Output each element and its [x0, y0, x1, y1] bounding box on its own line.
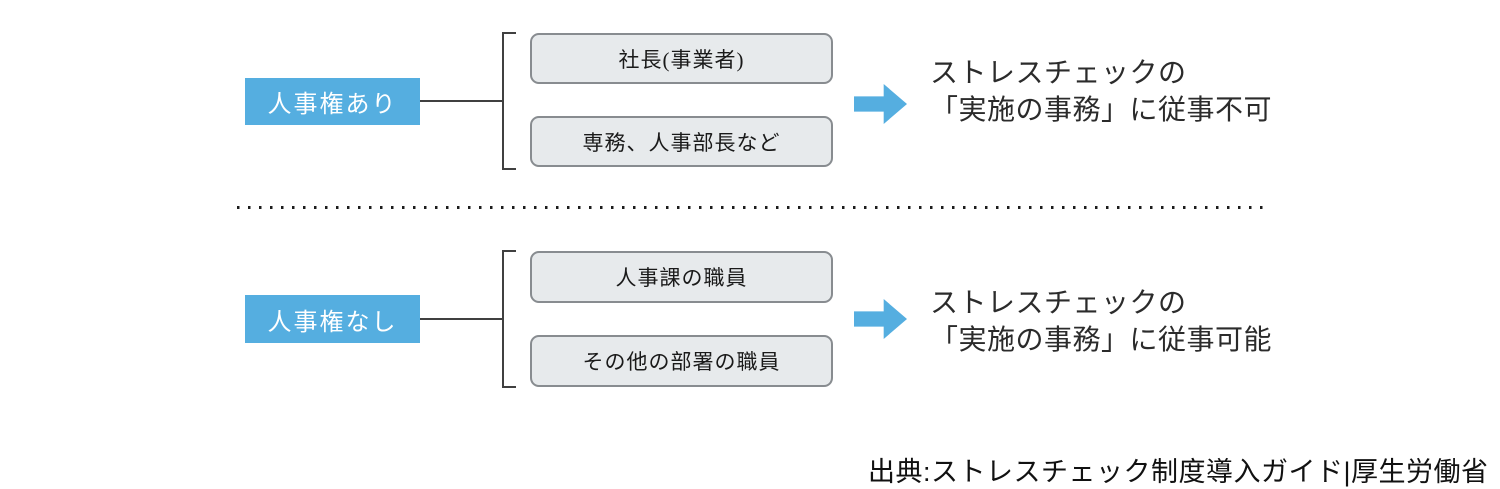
member-box-president: 社長(事業者) — [530, 33, 833, 84]
result-text-allowed: ストレスチェックの 「実施の事務」に従事可能 — [930, 284, 1272, 358]
member-box-other-dept-staff: その他の部署の職員 — [530, 335, 833, 387]
square-bracket — [502, 32, 516, 170]
member-box-executives: 専務、人事部長など — [530, 116, 833, 167]
square-bracket — [502, 250, 516, 388]
category-box-has-authority: 人事権あり — [245, 78, 420, 125]
result-text-not-allowed: ストレスチェックの 「実施の事務」に従事不可 — [930, 54, 1272, 128]
connector-line — [420, 318, 503, 320]
result-line-2: 「実施の事務」に従事不可 — [930, 94, 1273, 125]
result-line-1: ストレスチェックの — [930, 287, 1187, 318]
result-line-2: 「実施の事務」に従事可能 — [930, 324, 1273, 355]
result-line-1: ストレスチェックの — [930, 57, 1187, 88]
category-box-no-authority: 人事権なし — [245, 295, 420, 343]
right-block-arrow-icon — [854, 299, 907, 339]
dotted-divider — [237, 206, 1267, 209]
source-citation: 出典:ストレスチェック制度導入ガイド|厚生労働省 — [868, 457, 1489, 487]
right-block-arrow-icon — [854, 84, 907, 124]
member-box-hr-staff: 人事課の職員 — [530, 251, 833, 303]
connector-line — [420, 100, 503, 102]
